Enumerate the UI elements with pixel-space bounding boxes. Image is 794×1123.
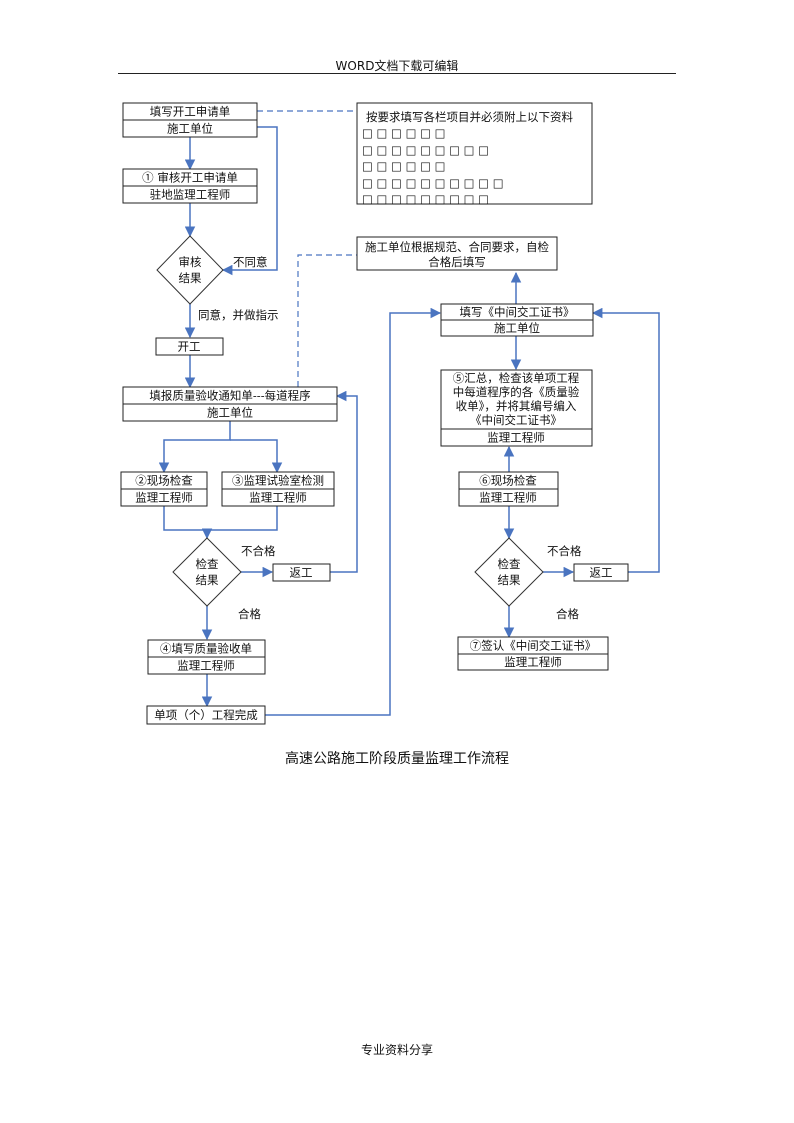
decision-check-result-right: 检查 结果 <box>474 537 544 607</box>
site-check-right-owner: 监理工程师 <box>479 491 537 505</box>
summary-line3: 收单》，并将其编号编入 <box>456 399 577 413</box>
node-sign-certificate: ⑦签认《中间交工证书》 监理工程师 <box>457 636 609 671</box>
start-label: 开工 <box>178 340 201 354</box>
note-self-check: 施工单位根据规范、合同要求，自检 合格后填写 <box>356 236 558 271</box>
self-check-line1: 施工单位根据规范、合同要求，自检 <box>365 240 549 254</box>
summary-line2: 中每道程序的各《质量验 <box>453 385 580 399</box>
requirements-line-4: □ □ □ □ □ □ □ □ □ □ <box>362 176 504 190</box>
node-start-work: 开工 <box>155 337 224 356</box>
node-rework-right: 返工 <box>573 563 629 582</box>
node-acceptance-form: ④填写质量验收单 监理工程师 <box>147 639 266 675</box>
summary-line1: ⑤汇总，检查该单项工程 <box>453 371 580 385</box>
node-single-complete: 单项（个）工程完成 <box>146 705 266 725</box>
self-check-line2: 合格后填写 <box>428 255 486 269</box>
label-agree: 同意，并做指示 <box>198 308 279 322</box>
node-lab-test: ③监理试验室检测 监理工程师 <box>221 471 335 507</box>
node-site-check-right: ⑥现场检查 监理工程师 <box>458 471 559 507</box>
acceptance-label: ④填写质量验收单 <box>160 642 252 656</box>
diagram-caption: 高速公路施工阶段质量监理工作流程 <box>285 751 509 767</box>
label-fail-right: 不合格 <box>547 544 582 558</box>
node-review-application: ① 审核开工申请单 驻地监理工程师 <box>122 168 258 204</box>
node-interim-certificate: 填写《中间交工证书》 施工单位 <box>440 303 594 337</box>
single-complete-label: 单项（个）工程完成 <box>154 708 258 722</box>
apply-owner: 施工单位 <box>167 122 213 136</box>
notice-owner: 施工单位 <box>207 406 253 420</box>
requirements-line-2: □ □ □ □ □ □ □ □ □ <box>362 143 489 157</box>
apply-label: 填写开工申请单 <box>150 105 231 119</box>
node-site-check: ②现场检查 监理工程师 <box>120 471 208 507</box>
review-owner: 驻地监理工程师 <box>150 188 231 202</box>
connectors-left <box>158 126 442 716</box>
header-rule <box>118 73 676 74</box>
acceptance-owner: 监理工程师 <box>177 659 235 673</box>
certificate-label: 填写《中间交工证书》 <box>460 305 575 319</box>
lab-test-label: ③监理试验室检测 <box>232 474 324 488</box>
review-label: ① 审核开工申请单 <box>142 171 238 185</box>
requirements-line-3: □ □ □ □ □ □ <box>362 159 445 173</box>
label-disagree: 不同意 <box>233 255 268 269</box>
label-pass-left: 合格 <box>238 607 261 621</box>
summary-line4: 《中间交工证书》 <box>470 413 562 427</box>
sign-owner: 监理工程师 <box>504 655 562 669</box>
notice-label: 填报质量验收通知单---每道程序 <box>149 389 310 403</box>
certificate-owner: 施工单位 <box>494 321 540 335</box>
connectors-right <box>503 271 660 639</box>
review-result-line1: 审核 <box>179 255 202 269</box>
check-result-line1: 检查 <box>196 557 219 571</box>
summary-owner: 监理工程师 <box>487 431 545 445</box>
note-requirements: 按要求填写各栏项目并必须附上以下资料 □ □ □ □ □ □ □ □ □ □ □… <box>356 102 593 206</box>
sign-label: ⑦签认《中间交工证书》 <box>470 639 597 653</box>
review-result-line2: 结果 <box>179 271 202 285</box>
site-check-right-label: ⑥现场检查 <box>479 474 537 488</box>
node-apply-start: 填写开工申请单 施工单位 <box>122 102 258 138</box>
check-result-line2: 结果 <box>196 573 219 587</box>
requirements-heading: 按要求填写各栏项目并必须附上以下资料 <box>366 110 573 124</box>
check-result-right-line2: 结果 <box>498 573 521 587</box>
site-check-owner: 监理工程师 <box>135 491 193 505</box>
page-footer: 专业资料分享 <box>360 1043 433 1057</box>
rework-right-label: 返工 <box>590 566 613 580</box>
requirements-line-1: □ □ □ □ □ □ <box>362 126 445 140</box>
node-rework-left: 返工 <box>272 563 331 582</box>
dashed-link-self-check <box>297 254 357 387</box>
label-fail-left: 不合格 <box>241 544 276 558</box>
requirements-line-5: □ □ □ □ □ □ □ □ □ <box>362 192 489 206</box>
decision-review-result: 审核 结果 <box>156 235 224 305</box>
check-result-right-line1: 检查 <box>498 557 521 571</box>
node-summary: ⑤汇总，检查该单项工程 中每道程序的各《质量验 收单》，并将其编号编入 《中间交… <box>440 369 593 447</box>
lab-test-owner: 监理工程师 <box>249 491 307 505</box>
site-check-label: ②现场检查 <box>135 474 193 488</box>
page-header: WORD文档下载可编辑 <box>335 59 459 73</box>
decision-check-result-left: 检查 结果 <box>172 537 242 607</box>
node-quality-notice: 填报质量验收通知单---每道程序 施工单位 <box>122 386 338 422</box>
rework-left-label: 返工 <box>290 566 313 580</box>
label-pass-right: 合格 <box>556 607 579 621</box>
